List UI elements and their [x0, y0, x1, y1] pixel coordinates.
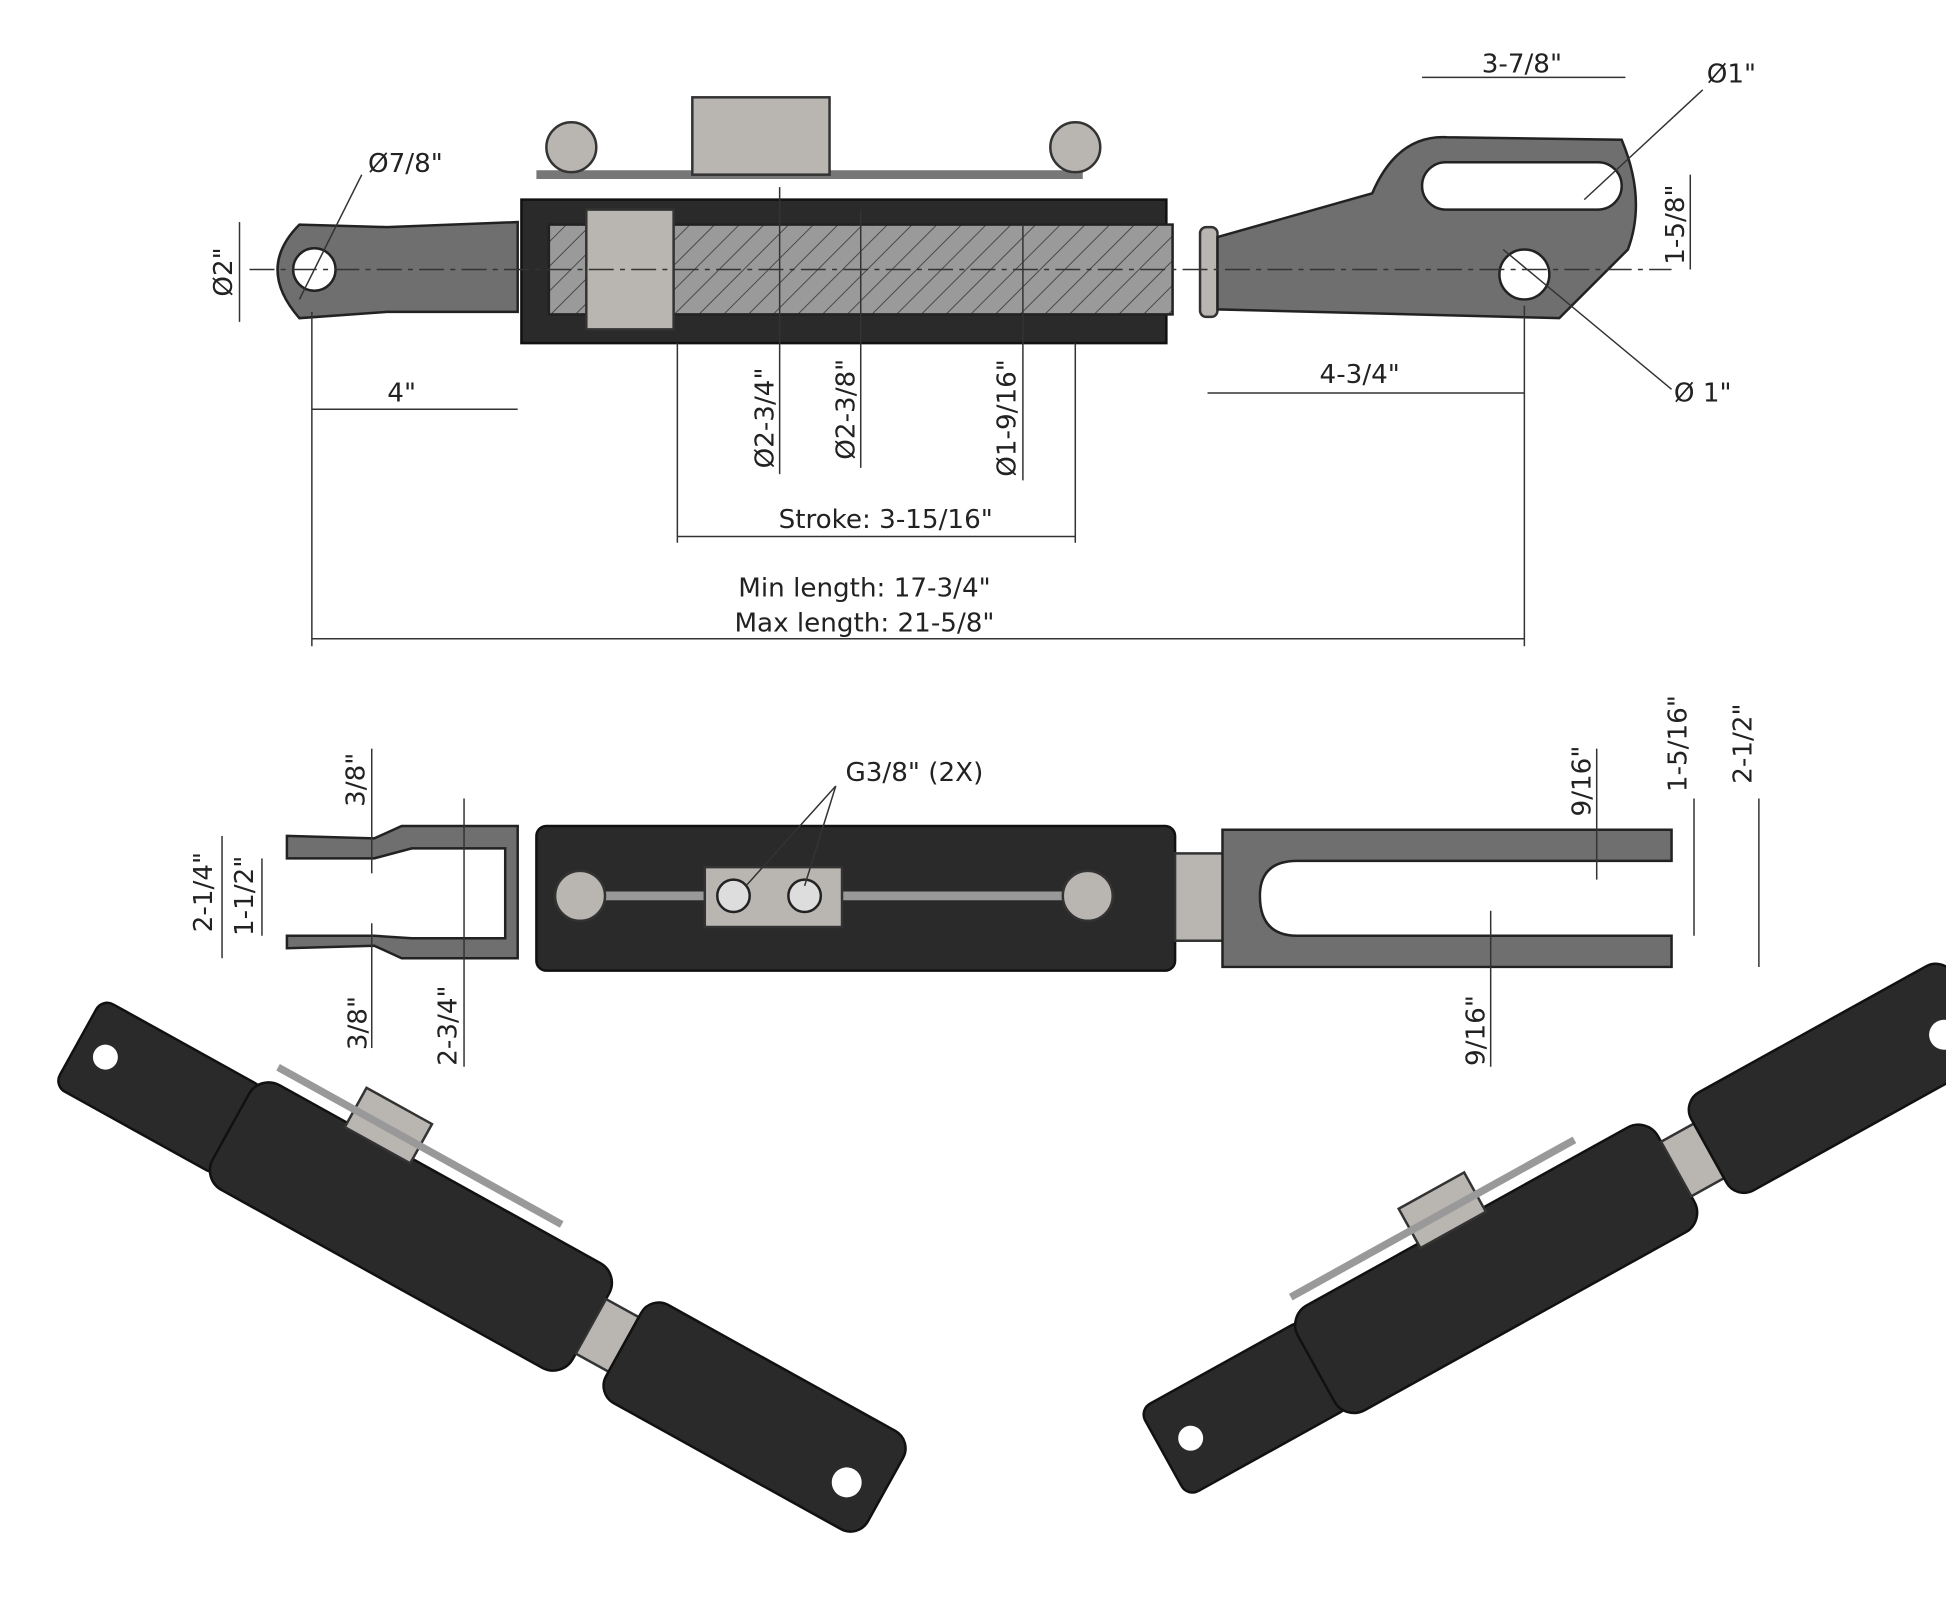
right-fitting-side [1061, 869, 1114, 923]
dim-rod: Ø1-9/16" [992, 359, 1022, 477]
dim-min-length: Min length: 17-3/4" [738, 573, 990, 603]
left-fork [285, 824, 519, 960]
rod-collar [1198, 225, 1219, 319]
dim-bore: Ø2-3/8" [831, 359, 861, 460]
dim-left-outer: 2-1/4" [189, 852, 219, 932]
dim-slot-length: 3-7/8" [1482, 49, 1562, 79]
right-slot [1420, 160, 1623, 211]
isometric-view-left [57, 1001, 907, 1533]
port-1 [716, 878, 751, 914]
dim-left-gap: 1-1/2" [230, 856, 260, 936]
dim-stroke: Stroke: 3-15/16" [779, 505, 993, 535]
section-view [249, 96, 1672, 345]
rod-side [1173, 852, 1227, 942]
side-dimensions: G3/8" (2X) 3/8" 2-1/4" 1-1/2" 3/8" 2-3/4… [189, 695, 1760, 1067]
dim-barrel-od: Ø2-3/4" [750, 368, 780, 469]
section-dimensions: 3-7/8" Ø1" Ø7/8" Ø2" 1-5/8" 4" 4-3/4" Ø … [209, 49, 1756, 647]
dim-left-bottom-plate: 3/8" [344, 996, 374, 1050]
dim-eye-dia: Ø7/8" [368, 149, 443, 179]
side-view [285, 824, 1673, 972]
dim-max-length: Max length: 21-5/8" [734, 608, 994, 638]
dim-right-top-plate: 9/16" [1567, 746, 1597, 817]
isometric-view-right [1142, 962, 1946, 1494]
valve-block [691, 96, 831, 176]
dim-right-hole: Ø 1" [1674, 379, 1732, 409]
dim-right-bottom-plate: 9/16" [1461, 995, 1491, 1066]
dim-right-outer: 2-1/2" [1728, 703, 1758, 783]
dim-left-end: 4" [387, 379, 416, 409]
left-fitting-side [553, 869, 607, 923]
dim-right-end: 4-3/4" [1320, 360, 1400, 390]
dim-ports: G3/8" (2X) [845, 758, 983, 788]
right-banjo-fitting [1049, 121, 1102, 174]
dim-slot-offset: 1-5/8" [1661, 184, 1691, 264]
dim-eye-outer: Ø2" [209, 247, 239, 296]
left-banjo-fitting [545, 121, 598, 174]
port-2 [787, 878, 823, 914]
dim-right-gap: 1-5/16" [1664, 695, 1694, 792]
dim-slot-dia: Ø1" [1707, 59, 1756, 89]
right-hole [1498, 248, 1551, 301]
right-fork [1221, 828, 1673, 969]
dim-left-top-plate: 3/8" [341, 753, 371, 807]
dim-left-fork-len: 2-3/4" [434, 985, 464, 1065]
